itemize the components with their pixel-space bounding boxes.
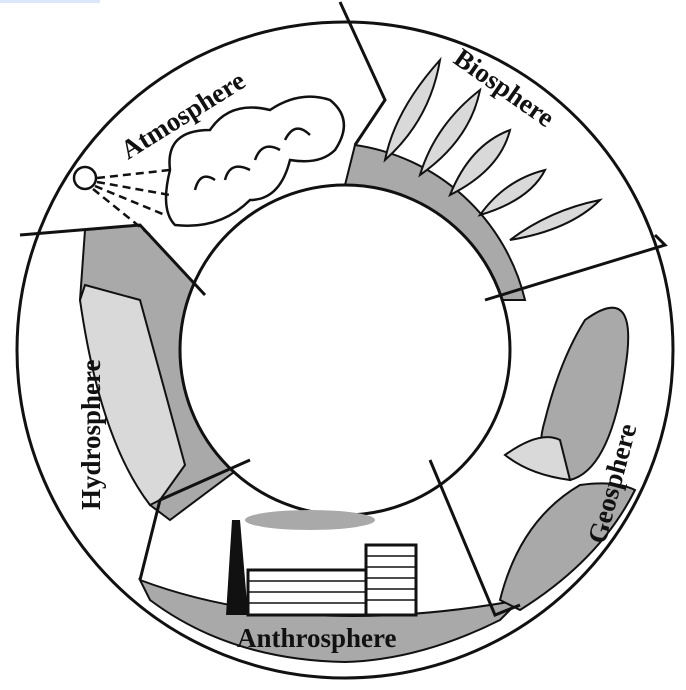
- factory-icon: [226, 510, 418, 617]
- sun-icon: [72, 165, 98, 191]
- divider-anthrosphere-hydrosphere: [138, 458, 251, 581]
- chimney: [226, 520, 248, 615]
- biosphere-plants: [383, 56, 604, 241]
- divider-atmosphere-biosphere: [338, 1, 387, 146]
- geosphere-rock: [539, 306, 630, 482]
- geosphere-rock-light: [503, 436, 572, 482]
- label-hydrosphere: Hydrosphere: [76, 359, 106, 510]
- chevron-dividers: [19, 1, 668, 617]
- cloud-icon: [164, 95, 345, 227]
- divider-biosphere-geosphere: [484, 233, 668, 302]
- divider-hydrosphere-atmosphere: [19, 223, 207, 297]
- atmosphere-illustration: [72, 95, 345, 236]
- top-highlight-bar: [0, 0, 100, 3]
- inner-circle: [178, 183, 512, 517]
- label-anthrosphere: Anthrosphere: [237, 623, 397, 653]
- smoke-cloud: [245, 510, 375, 530]
- geosphere-hill: [498, 482, 637, 612]
- hydrosphere-water-light: [78, 283, 187, 507]
- divider-geosphere-anthrosphere: [428, 459, 521, 617]
